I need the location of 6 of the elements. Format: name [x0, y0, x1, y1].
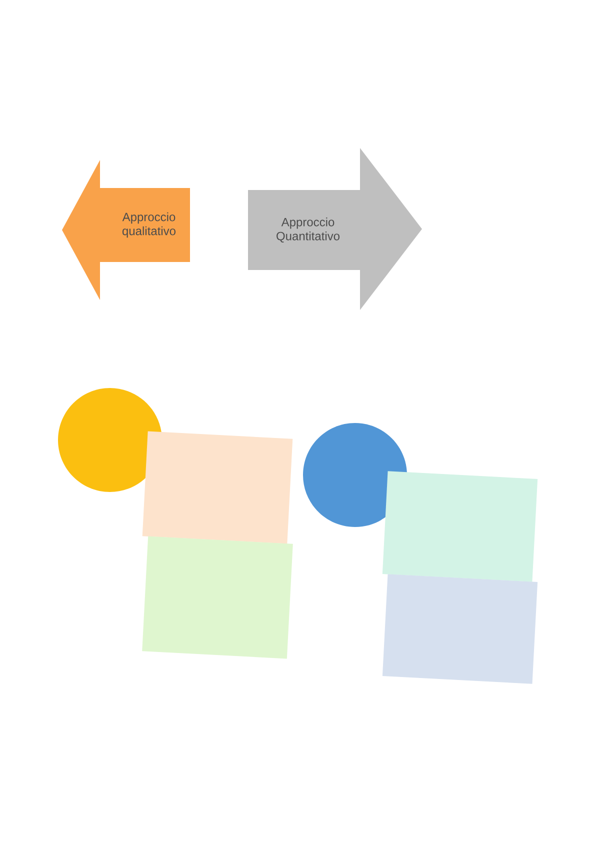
card — [382, 471, 538, 582]
card — [142, 431, 293, 544]
circle — [58, 388, 162, 492]
card — [142, 536, 293, 659]
card — [382, 574, 538, 684]
circle — [303, 423, 407, 527]
